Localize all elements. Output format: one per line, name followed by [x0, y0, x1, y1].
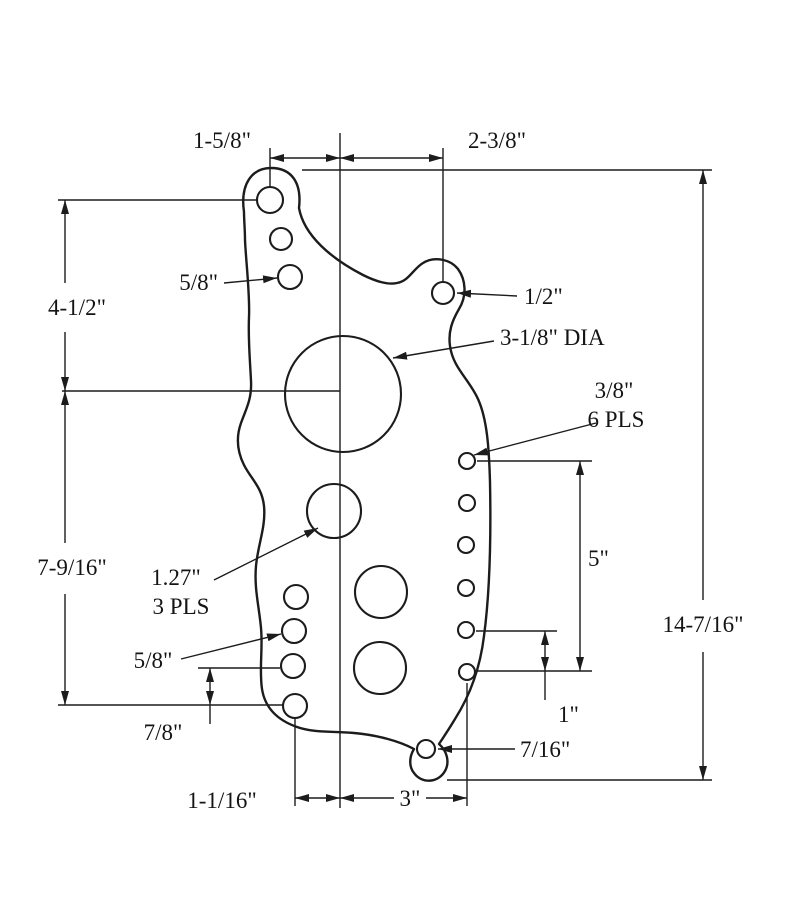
leader-lines	[180, 275, 597, 753]
label-callout-1-2: 1/2"	[524, 284, 563, 309]
label-dim-7-9-16: 7-9/16"	[37, 555, 106, 580]
label-callout-7-16: 7/16"	[520, 737, 570, 762]
hole-left-col-2	[280, 617, 308, 645]
label-dim-1-5-8: 1-5/8"	[193, 128, 251, 153]
hole-left-col-4	[281, 692, 309, 720]
hole-top-tab	[255, 185, 285, 215]
hole-upper-left-2	[268, 226, 294, 252]
label-callout-5-8-top: 5/8"	[179, 270, 218, 295]
hole-3-1-8-dia	[283, 334, 403, 454]
label-dim-1: 1"	[558, 702, 579, 727]
dimension-lines	[61, 154, 707, 802]
labels: 1-5/8" 2-3/8" 5/8" 4-1/2" 1/2" 3-1/8" DI…	[37, 128, 743, 813]
label-callout-5-8-bottom: 5/8"	[134, 648, 173, 673]
leader-5-8-bottom	[180, 633, 282, 660]
leader-3-1-8-dia	[392, 340, 495, 360]
label-dim-5: 5"	[588, 546, 609, 571]
label-dim-4-1-2: 4-1/2"	[48, 295, 106, 320]
leader-5-8-top	[223, 275, 278, 284]
hole-3-8-6	[457, 662, 477, 682]
hole-3-8-5	[456, 620, 476, 640]
hole-5-8-top	[276, 263, 304, 291]
label-dim-14-7-16: 14-7/16"	[663, 612, 744, 637]
label-callout-1-27-pls: 3 PLS	[153, 594, 210, 619]
holes	[255, 185, 477, 760]
hole-3-8-4	[456, 578, 476, 598]
hole-1-27-b	[353, 564, 409, 620]
hole-3-8-3	[456, 535, 476, 555]
hole-3-8-1	[457, 451, 477, 471]
label-callout-1-27: 1.27"	[151, 565, 201, 590]
hole-1-27-a	[305, 482, 363, 540]
hole-left-col-3	[279, 652, 307, 680]
extension-lines	[58, 133, 712, 808]
label-dim-2-3-8: 2-3/8"	[468, 128, 526, 153]
label-dim-1-1-16: 1-1/16"	[187, 788, 256, 813]
hole-1-2-ear	[430, 280, 456, 306]
hole-1-27-c	[352, 640, 408, 696]
plate-outline	[236, 166, 492, 782]
label-dim-3: 3"	[400, 786, 421, 811]
hole-3-8-2	[457, 493, 477, 513]
label-dim-7-8: 7/8"	[144, 720, 183, 745]
label-callout-3-1-8-dia: 3-1/8" DIA	[500, 325, 605, 350]
hole-left-col-1	[282, 583, 310, 611]
label-callout-3-8: 3/8"	[595, 378, 634, 403]
leader-1-27	[213, 527, 319, 581]
hole-7-16-bottom	[415, 738, 437, 760]
label-callout-3-8-pls: 6 PLS	[588, 407, 645, 432]
leader-1-2	[456, 289, 518, 298]
leader-3-8	[473, 422, 597, 456]
